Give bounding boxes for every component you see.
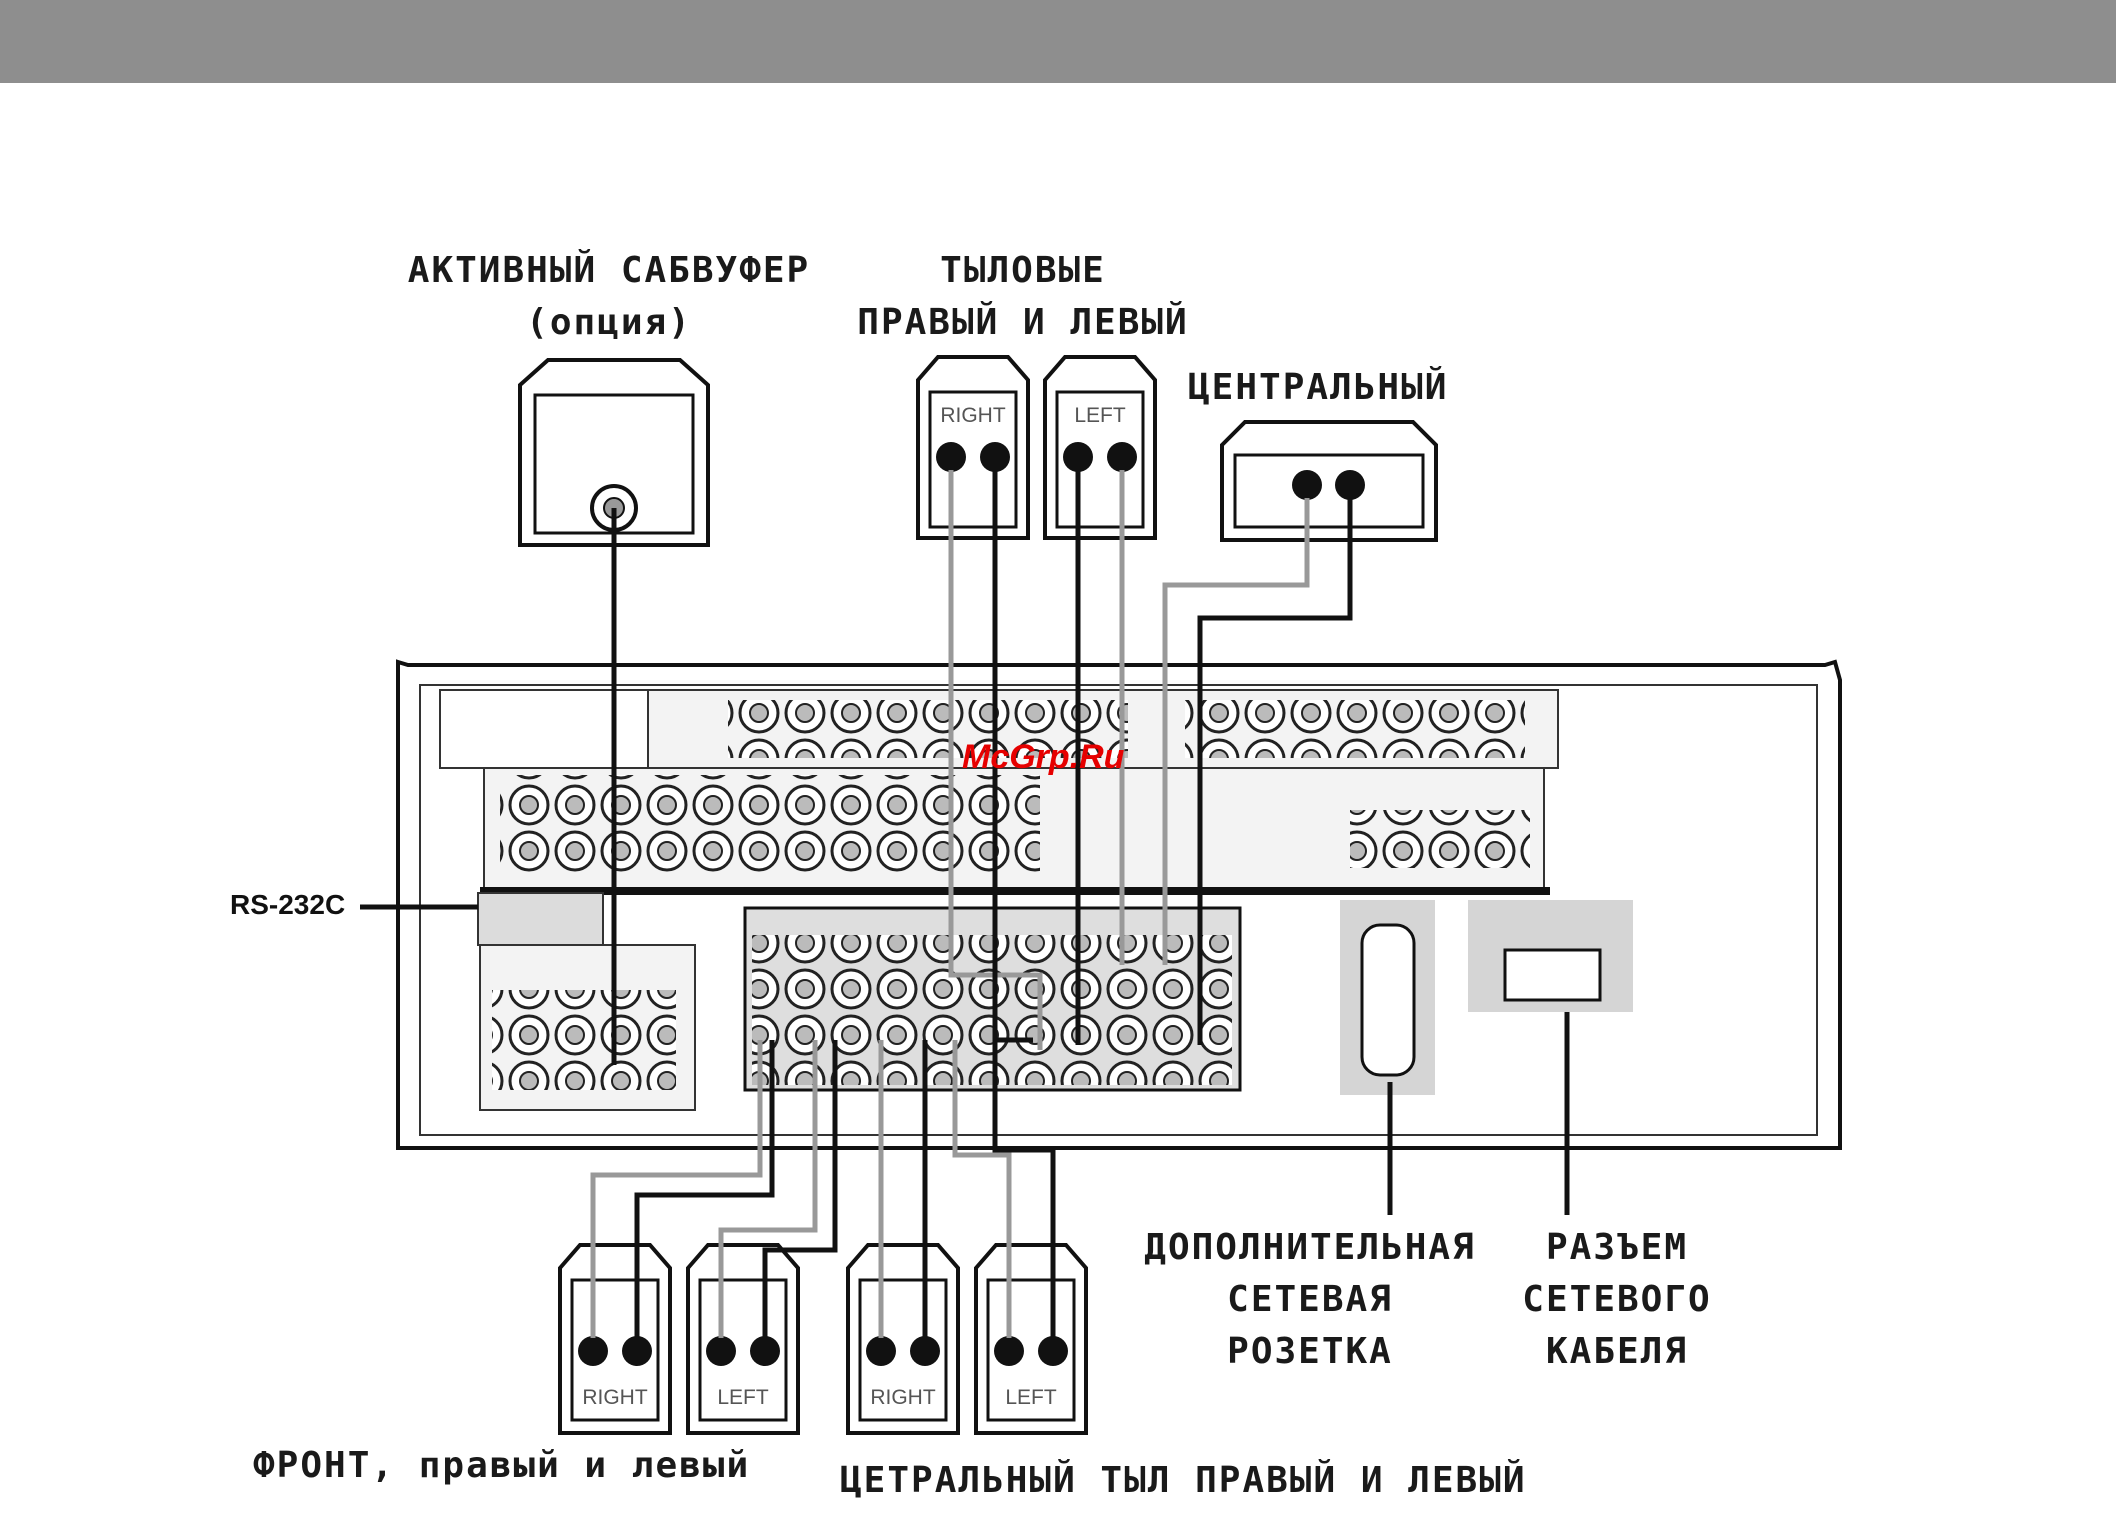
center-rear-right-speaker-label: RIGHT	[870, 1386, 935, 1410]
watermark: McGrp.Ru	[962, 738, 1124, 777]
front-right-speaker-label: RIGHT	[582, 1386, 647, 1410]
rear-right-speaker-label: RIGHT	[940, 404, 1005, 428]
front-label: ФРОНТ, правый и левый	[253, 1440, 750, 1492]
subwoofer-label-line1: АКТИВНЫЙ САБВУФЕР	[408, 245, 810, 297]
rear-label-line2: ПРАВЫЙ И ЛЕВЫЙ	[857, 297, 1188, 349]
rear-label-line1: ТЫЛОВЫЕ	[940, 245, 1106, 297]
ac-inlet-label-line3: КАБЕЛЯ	[1546, 1326, 1688, 1378]
center-rear-left-speaker-label: LEFT	[1005, 1386, 1056, 1410]
center-speaker	[1222, 422, 1436, 540]
ac-inlet-label-line1: РАЗЪЕМ	[1546, 1222, 1688, 1274]
ac-outlet-label-line1: ДОПОЛНИТЕЛЬНАЯ	[1144, 1222, 1475, 1274]
center-rear-label: ЦЕТРАЛЬНЫЙ ТЫЛ ПРАВЫЙ И ЛЕВЫЙ	[840, 1455, 1527, 1507]
ac-outlet-label-line3: РОЗЕТКА	[1227, 1326, 1393, 1378]
ac-outlet-label-line2: СЕТЕВАЯ	[1227, 1274, 1393, 1326]
front-left-speaker-label: LEFT	[717, 1386, 768, 1410]
center-label: ЦЕНТРАЛЬНЫЙ	[1188, 362, 1448, 414]
rs232c-label: RS-232C	[230, 889, 345, 921]
rear-left-speaker	[1045, 357, 1155, 538]
ac-inlet-label-line2: СЕТЕВОГО	[1522, 1274, 1711, 1326]
rear-left-speaker-label: LEFT	[1074, 404, 1125, 428]
rear-right-speaker	[918, 357, 1028, 538]
subwoofer-label-line2: (опция)	[526, 297, 692, 349]
